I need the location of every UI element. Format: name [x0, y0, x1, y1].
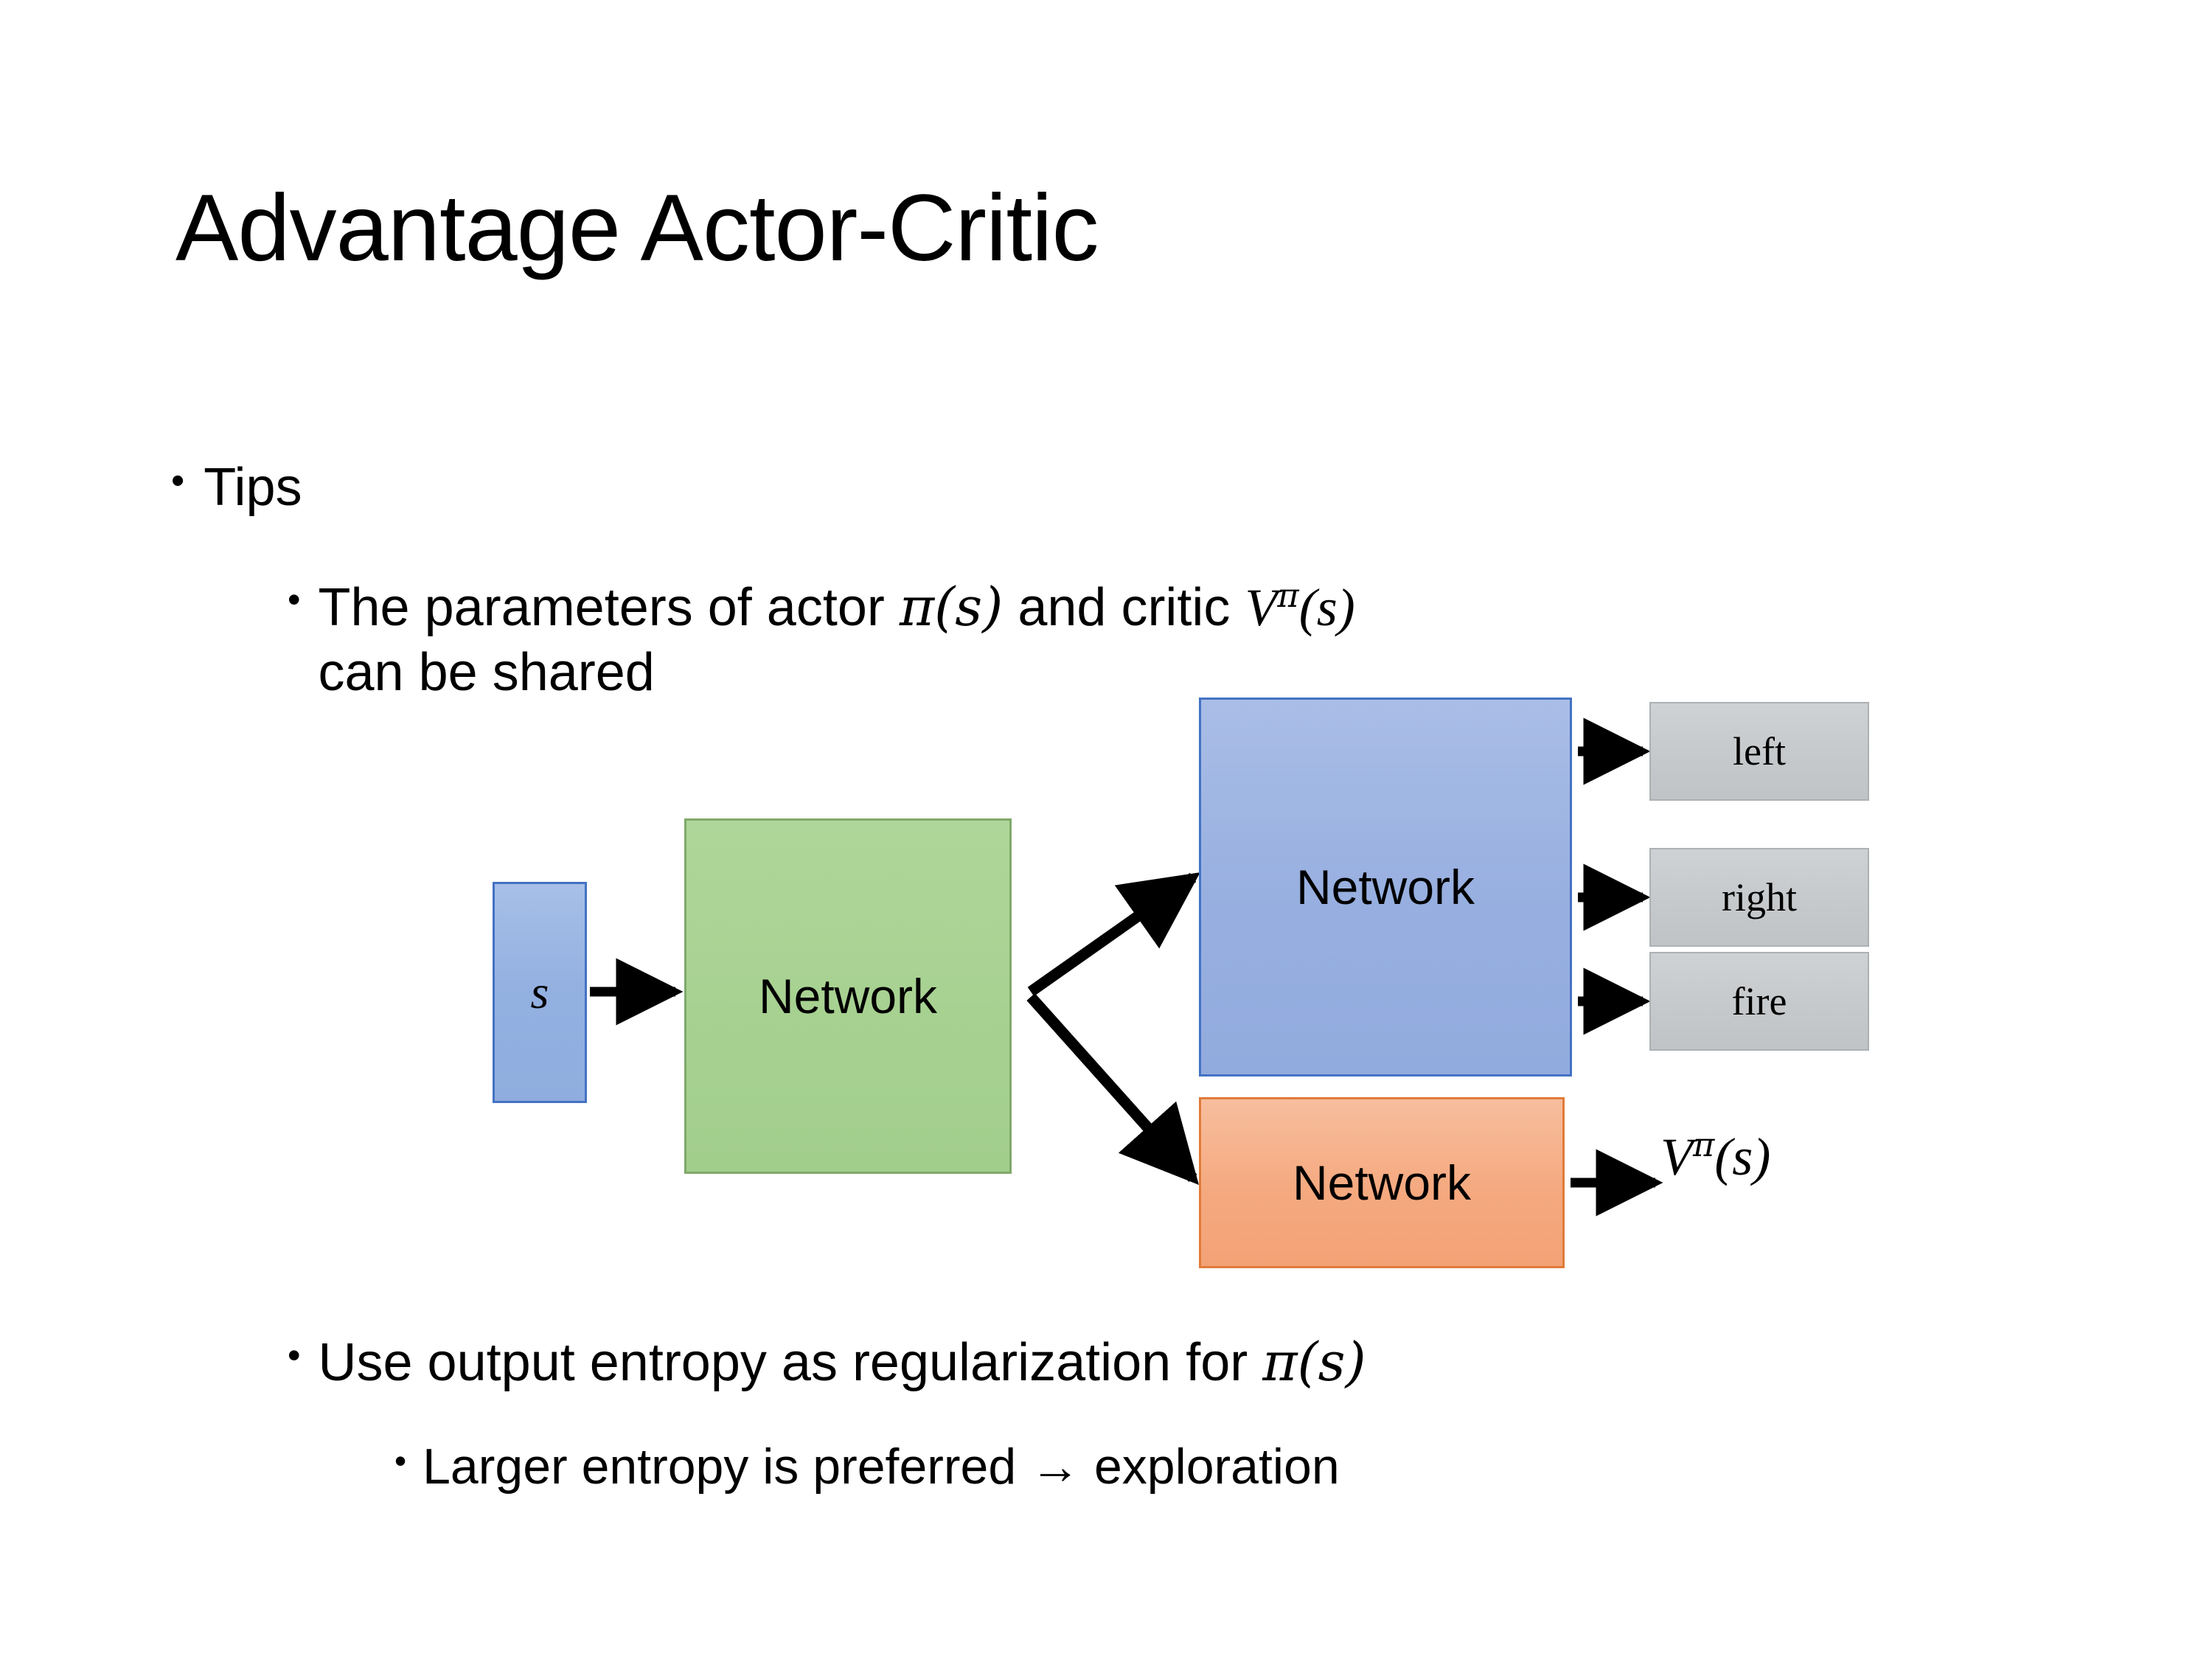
diagram-node-critic-network: Network	[1199, 1097, 1565, 1268]
diagram-output-fire: fire	[1649, 952, 1869, 1051]
bullet-marker-icon: •	[394, 1441, 407, 1480]
critic-network-label: Network	[1292, 1155, 1472, 1210]
bullet-larger-entropy-label: Larger entropy is preferred → exploratio…	[422, 1439, 1340, 1495]
value-function-argument: (s)	[1714, 1127, 1771, 1186]
diagram-output-left: left	[1649, 702, 1869, 801]
shared-network-label: Network	[758, 969, 938, 1023]
output-left-label: left	[1733, 729, 1786, 773]
bullet-tips-label: Tips	[204, 458, 302, 517]
bullet-shared-parameters: • The parameters of actor π(s) and criti…	[288, 575, 1355, 706]
math-critic-v: V	[1245, 578, 1278, 637]
output-fire-label: fire	[1731, 979, 1787, 1023]
diagram-node-actor-network: Network	[1199, 698, 1572, 1077]
text-middle: and critic	[1003, 578, 1245, 637]
diagram-output-state-value: Vπ(s)	[1660, 1127, 1770, 1188]
bullet-marker-icon: •	[288, 579, 301, 620]
bullet-entropy-regularization: • Use output entropy as regularization f…	[288, 1331, 1366, 1393]
bullet-tips: • Tips	[171, 457, 302, 518]
math-actor-pi-s: π(s)	[1262, 1331, 1366, 1393]
diagram-node-shared-network: Network	[684, 818, 1012, 1174]
actor-network-label: Network	[1295, 860, 1475, 914]
math-critic-superscript-pi: π	[1277, 577, 1299, 615]
text-lead: Use output entropy as regularization for	[318, 1333, 1263, 1392]
value-function-v: V	[1660, 1127, 1693, 1186]
value-function-superscript-pi: π	[1692, 1126, 1715, 1164]
bullet-marker-icon: •	[171, 459, 185, 502]
arrow-shared-to-actor	[1027, 872, 1200, 997]
diagram-output-right: right	[1649, 848, 1869, 947]
text-tail: can be shared	[318, 642, 655, 702]
bullet-entropy-regularization-label: Use output entropy as regularization for…	[319, 1331, 1366, 1393]
math-actor-pi-s: π(s)	[899, 576, 1004, 638]
bullet-marker-icon: •	[288, 1335, 301, 1376]
math-critic-argument: (s)	[1298, 578, 1355, 637]
bullet-shared-parameters-label: The parameters of actor π(s) and critic …	[319, 575, 1355, 706]
output-right-label: right	[1722, 875, 1797, 919]
diagram-node-input-state: s	[493, 882, 587, 1103]
page-title: Advantage Actor-Critic	[175, 175, 1099, 281]
bullet-larger-entropy: • Larger entropy is preferred → explorat…	[394, 1438, 1340, 1495]
input-state-label: s	[530, 966, 549, 1018]
text-lead: The parameters of actor	[318, 578, 900, 637]
arrow-shared-to-critic	[1026, 993, 1199, 1185]
